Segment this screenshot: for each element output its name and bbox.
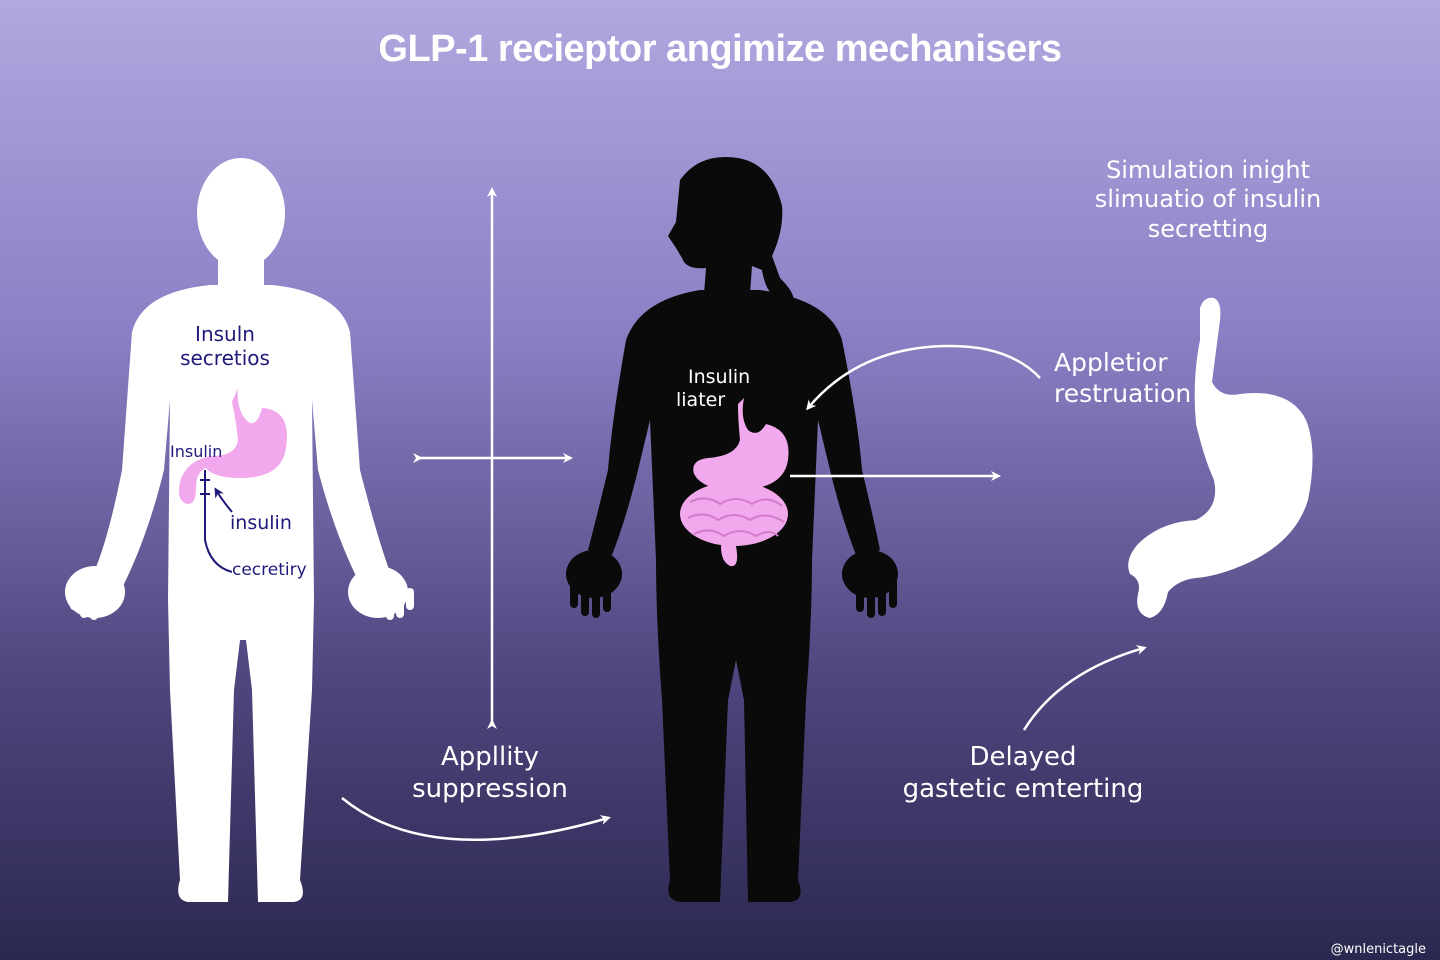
appetite-line-1: Appllity <box>440 742 540 772</box>
center-insulin-label: Insulin liater <box>676 366 750 412</box>
appletior-line-2: restruation <box>1054 378 1192 408</box>
left-label-line-1: Insuln <box>195 322 255 346</box>
appetite-suppression-label: Appllity suppression <box>390 742 590 805</box>
white-human-silhouette <box>65 158 414 902</box>
center-label-line-2: liater <box>676 389 726 412</box>
black-human-silhouette <box>566 156 898 902</box>
simulation-line-1: Simulation inight <box>1106 156 1310 184</box>
left-insulin-secretion-label: Insuln secretios <box>170 322 280 371</box>
appletior-curved-arrow <box>806 344 1041 411</box>
left-arrow-insulin-label: insulin <box>230 512 292 534</box>
simulation-line-2: slimuatio of insulin <box>1094 185 1322 214</box>
simulation-insight-label: Simulation inight slimuatio of insulin s… <box>1058 156 1358 244</box>
left-stomach-insulin-label: Insulin <box>170 442 223 461</box>
watermark: @wnlenictagle <box>1330 942 1426 958</box>
appletior-restruation-label: Appletior restruation <box>1054 348 1191 409</box>
simulation-line-3: secretting <box>1147 214 1269 243</box>
delayed-line-2: gastetic emterting <box>902 773 1144 804</box>
left-label-line-2: secretios <box>180 346 270 371</box>
left-stomach <box>179 388 287 504</box>
left-secretion-arrows <box>200 470 233 573</box>
center-label-line-1: Insulin <box>688 366 751 388</box>
diagram-title: GLP-1 recieptor angimize mechanisers <box>378 28 1062 70</box>
appetite-line-2: suppression <box>412 773 568 804</box>
center-intestine-loops <box>687 497 785 538</box>
left-secretion-bottom-label: cecretiry <box>232 560 307 580</box>
white-stomach <box>1128 297 1313 618</box>
appletior-line-1: Appletior <box>1054 348 1168 377</box>
delayed-gastric-emptying-label: Delayed gastetic emterting <box>892 742 1154 805</box>
delayed-line-1: Delayed <box>969 742 1077 772</box>
delayed-curved-arrow <box>1022 645 1147 731</box>
appetite-curved-arrow <box>341 797 611 842</box>
